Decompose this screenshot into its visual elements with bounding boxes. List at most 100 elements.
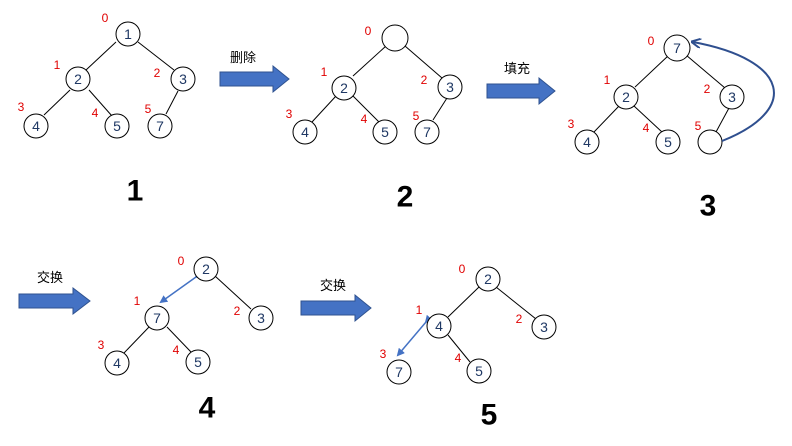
- tree-node: 2 1: [321, 65, 357, 101]
- node-value: 1: [124, 26, 132, 42]
- node-value: 5: [664, 134, 672, 150]
- node-index: 3: [18, 100, 25, 114]
- tree-node: 3 2: [704, 82, 745, 110]
- node-index: 4: [455, 351, 462, 365]
- node-value: 3: [540, 319, 548, 335]
- node-value: 2: [74, 71, 82, 87]
- node-index: 0: [459, 262, 466, 276]
- step-number: 1: [127, 175, 144, 208]
- node-value: 3: [728, 89, 736, 105]
- tree-node: 7 5: [413, 109, 440, 145]
- node-value: 3: [446, 79, 454, 95]
- tree-node: 7 1: [134, 294, 170, 331]
- node-value: 4: [301, 124, 309, 140]
- swap-indicator: [396, 314, 433, 357]
- node-index: 5: [145, 102, 152, 116]
- node-index: 4: [643, 121, 650, 135]
- node-value: 2: [340, 80, 348, 96]
- node-index: 3: [286, 107, 293, 121]
- node-index: 1: [416, 303, 423, 317]
- step-number: 4: [199, 392, 216, 425]
- tree-node: 3 2: [421, 73, 463, 100]
- tree-node: 5 4: [173, 343, 211, 375]
- tree-node: 4 3: [98, 338, 130, 376]
- node-index: 0: [648, 34, 655, 48]
- node-value: 2: [202, 261, 210, 277]
- node-index: 1: [604, 73, 611, 87]
- step-4-tree: 2 0 7 1 3 2 4 3 5 4 4: [98, 254, 274, 425]
- step-number: 3: [700, 190, 717, 223]
- node-value: 5: [381, 124, 389, 140]
- tree-node: 7 5: [145, 102, 173, 139]
- tree-node: 4 3: [286, 107, 318, 145]
- fill-label: 填充: [504, 61, 530, 77]
- tree-node: 3 2: [234, 304, 274, 331]
- node-index: 3: [380, 347, 387, 361]
- node-value: 7: [673, 40, 681, 56]
- delete-arrow: 删除: [219, 51, 290, 94]
- tree-node: 5: [695, 119, 723, 155]
- tree-node: 7 0: [648, 34, 691, 62]
- tree-node: 2 1: [54, 58, 91, 92]
- swap-arrow-2: 交换: [300, 278, 372, 323]
- node-value: 7: [423, 124, 431, 140]
- node-value: 3: [257, 310, 265, 326]
- node-index: 5: [413, 109, 420, 123]
- node-index: 1: [134, 294, 141, 308]
- node-index: 2: [704, 82, 711, 96]
- node-value: 7: [156, 118, 164, 134]
- node-index: 2: [234, 304, 241, 318]
- node-index: 4: [92, 106, 99, 120]
- tree-node: 2 0: [178, 254, 219, 282]
- node-value: 3: [179, 71, 187, 87]
- node-value: 5: [194, 354, 202, 370]
- move-last-to-root-arrow: [693, 42, 775, 142]
- swap-label: 交换: [37, 270, 63, 286]
- tree-node: 4 1: [416, 303, 452, 339]
- node-value: 4: [583, 134, 591, 150]
- tree-node: 7 3: [380, 347, 412, 385]
- node-index: 4: [361, 112, 368, 126]
- node-index: 2: [154, 66, 161, 80]
- tree-node: 2 1: [604, 73, 639, 110]
- tree-node: 5 4: [643, 121, 681, 155]
- step-2-tree: 0 2 1 3 2 4 3 5 4 7 5 2: [286, 24, 463, 214]
- node-index: 1: [321, 65, 328, 79]
- step-number: 2: [397, 181, 414, 214]
- tree-node: 4 3: [568, 117, 600, 155]
- step-number: 5: [481, 399, 498, 432]
- tree-node: 5 4: [361, 112, 398, 145]
- tree-node: 0: [365, 24, 409, 52]
- step-1-tree: 1 0 2 1 3 2 4 3 5 4 7 5 1: [18, 11, 196, 208]
- delete-label: 删除: [230, 51, 256, 66]
- node-value: 7: [153, 310, 161, 326]
- node-index: 2: [421, 73, 428, 87]
- node-value: 7: [395, 364, 403, 380]
- node-value: 2: [622, 89, 630, 105]
- node-index: 1: [54, 58, 61, 72]
- node-index: 2: [516, 312, 523, 326]
- tree-node: 2 0: [459, 262, 501, 292]
- tree-node: 5 4: [92, 106, 130, 139]
- node-value: 5: [475, 363, 483, 379]
- step-5-tree: 2 0 4 1 3 2 7 3 5 4 5: [380, 262, 557, 432]
- node-value: 4: [435, 318, 443, 334]
- tree-node: 4 3: [18, 100, 49, 139]
- node-value: 4: [113, 355, 121, 371]
- node-index: 0: [365, 24, 372, 38]
- tree-node: 5 4: [455, 351, 492, 384]
- node-index: 5: [695, 119, 702, 133]
- tree-node: 1 0: [102, 11, 141, 47]
- tree-node: 3 2: [516, 312, 557, 340]
- node-index: 4: [173, 343, 180, 357]
- node-value: 5: [113, 118, 121, 134]
- node-index: 3: [98, 338, 105, 352]
- node-index: 3: [568, 117, 575, 131]
- swap-indicator: [159, 270, 204, 304]
- node-index: 0: [102, 11, 109, 25]
- node-value: 2: [484, 271, 492, 287]
- tree-node: 3 2: [154, 66, 196, 92]
- step-3-tree: 7 0 2 1 3 2 4 3 5 4 5 3: [568, 34, 775, 223]
- swap-label: 交换: [320, 278, 346, 294]
